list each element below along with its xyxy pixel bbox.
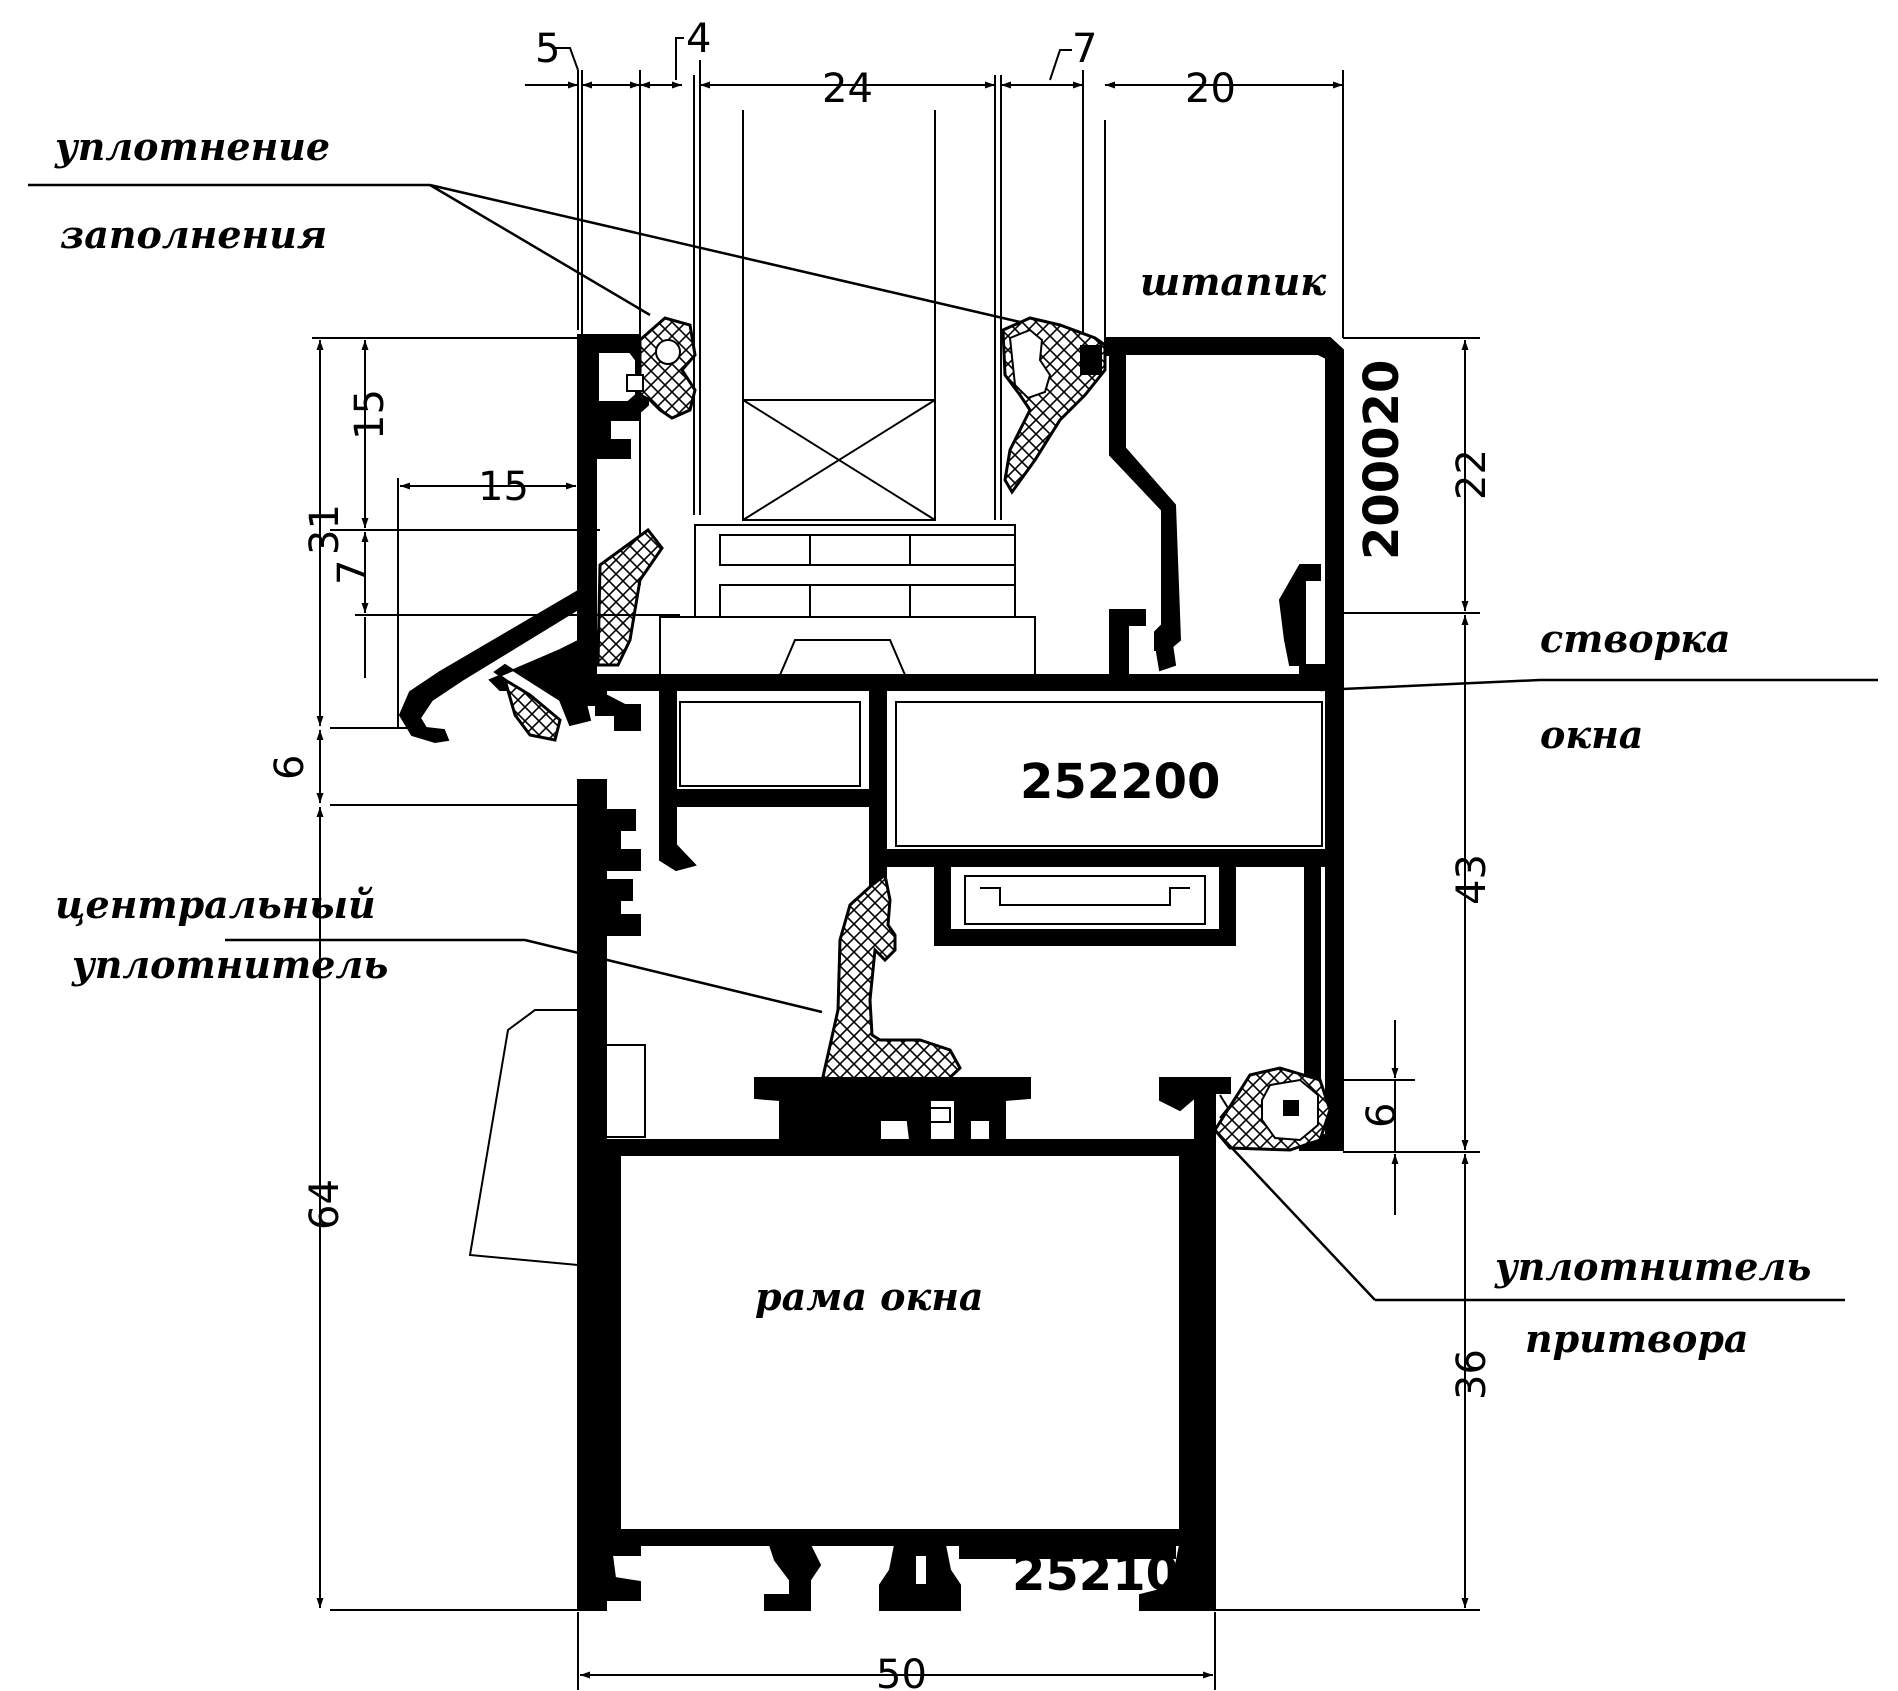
dim-top-20: 20 [1185, 66, 1236, 112]
dim-top-4: 4 [686, 16, 711, 62]
dim-right-22: 22 [1449, 449, 1495, 500]
dim-left-64: 64 [302, 1179, 348, 1230]
text-labels: уплотнение заполнения штапик створка окн… [54, 124, 1811, 1361]
label-central-seal-1: центральный [55, 882, 376, 927]
dim-left-6: 6 [267, 755, 313, 780]
setting-block [659, 524, 1036, 676]
glazing-unit [581, 70, 1106, 585]
dim-right-6: 6 [1359, 1103, 1405, 1128]
dim-top-7: 7 [1072, 26, 1097, 72]
label-rebate-seal-1: уплотнитель [1494, 1244, 1811, 1289]
glazing-bead-profile [1104, 337, 1344, 681]
label-frame: рама окна [755, 1274, 984, 1319]
dim-left-15-vertical: 15 [347, 389, 393, 440]
label-filling-seal-1: уплотнение [54, 124, 330, 169]
leader-lines [28, 183, 1878, 1302]
sash-profile [577, 334, 1344, 1151]
spacer-frame [742, 399, 936, 521]
label-sash-2: окна [1540, 712, 1643, 757]
code-frame: 252102 [1012, 1546, 1212, 1602]
code-sash: 252200 [1020, 754, 1220, 810]
outer-glazing-seal [581, 316, 697, 421]
profile-codes: 200020 252200 252102 [1012, 360, 1410, 1602]
rebate-seal [1213, 1066, 1332, 1152]
dimension-values: 5 4 24 7 20 15 15 31 7 6 64 22 43 6 36 5… [267, 16, 1495, 1691]
label-sash-1: створка [1540, 616, 1731, 661]
dim-left-7: 7 [330, 560, 376, 585]
frame-profile [577, 779, 1231, 1611]
wall-outline [468, 1009, 579, 1266]
dim-top-5: 5 [535, 26, 560, 72]
code-bead: 200020 [1354, 360, 1410, 560]
dim-left-15-horizontal: 15 [478, 464, 529, 510]
drip-profile [398, 527, 664, 744]
label-rebate-seal-2: притвора [1525, 1316, 1749, 1361]
dim-right-36: 36 [1449, 1349, 1495, 1400]
dimension-lines [312, 37, 1480, 1690]
inner-glazing-seal [1001, 316, 1107, 495]
spacer-cross [742, 399, 936, 521]
drainage-cover [604, 1044, 646, 1138]
label-central-seal-2: уплотнитель [71, 942, 388, 987]
dim-right-43: 43 [1449, 854, 1495, 905]
label-filling-seal-2: заполнения [60, 212, 327, 257]
dim-bottom-50: 50 [876, 1652, 927, 1691]
dim-left-31: 31 [302, 504, 348, 555]
label-glazing-bead: штапик [1140, 259, 1326, 304]
dim-top-24: 24 [822, 66, 873, 112]
